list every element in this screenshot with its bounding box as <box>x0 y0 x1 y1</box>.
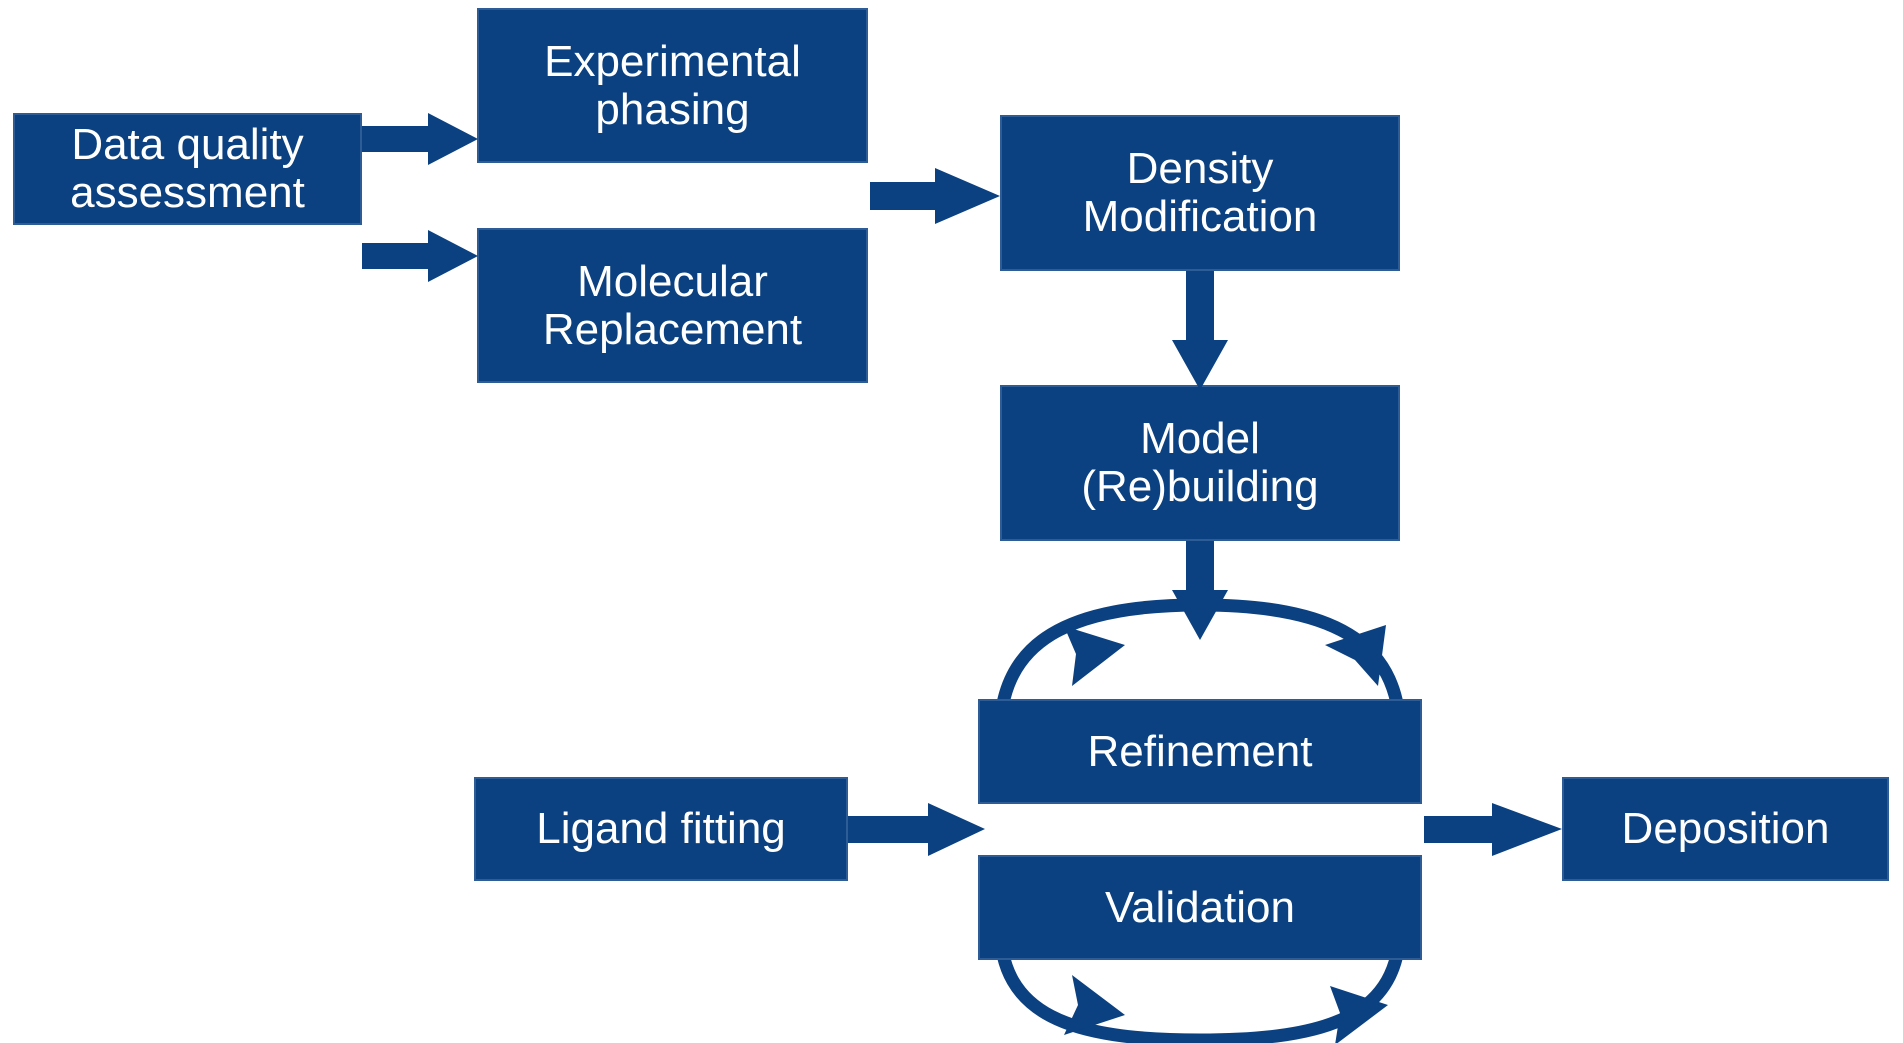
node-model-rebuilding[interactable]: Model (Re)building <box>1000 385 1400 541</box>
node-experimental-phasing[interactable]: Experimental phasing <box>477 8 868 163</box>
arrow-data-quality-to-molecular-replacement <box>362 230 478 282</box>
node-refinement[interactable]: Refinement <box>978 699 1422 804</box>
node-molecular-replacement[interactable]: Molecular Replacement <box>477 228 868 383</box>
arrow-model-rebuilding-to-cycle <box>1172 541 1228 640</box>
arrow-density-modification-to-model-rebuilding <box>1172 271 1228 390</box>
node-validation[interactable]: Validation <box>978 855 1422 960</box>
node-deposition[interactable]: Deposition <box>1562 777 1889 881</box>
node-ligand-fitting[interactable]: Ligand fitting <box>474 777 848 881</box>
cycle-bottom-arc-arrow <box>993 918 1407 1043</box>
arrow-data-quality-to-experimental-phasing <box>362 113 478 165</box>
arrow-ligand-fitting-to-cycle <box>848 803 985 856</box>
node-density-modification[interactable]: Density Modification <box>1000 115 1400 271</box>
arrow-cycle-to-deposition <box>1424 803 1562 856</box>
node-data-quality-assessment[interactable]: Data quality assessment <box>13 113 362 225</box>
arrow-phasing-to-density-modification <box>870 168 1000 224</box>
